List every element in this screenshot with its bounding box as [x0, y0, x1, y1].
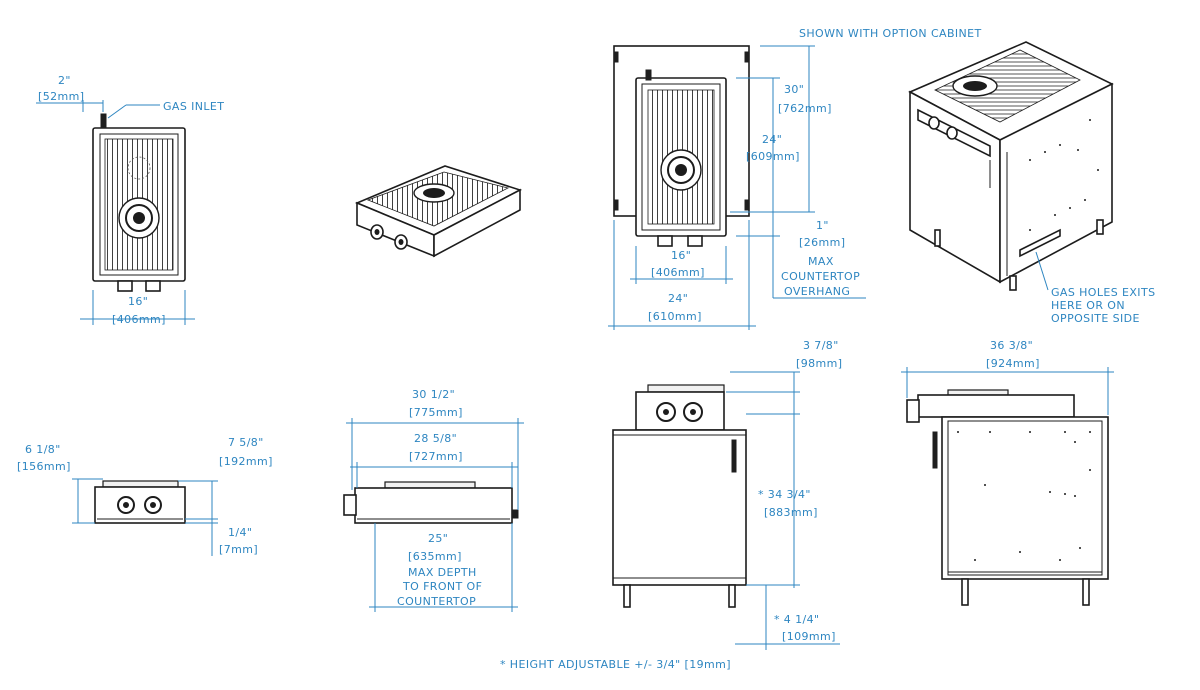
side-view-cabinet: 36 3/8" [924mm] [901, 339, 1114, 606]
front-view-cabinet: 3 7/8" [98mm] * 34 3/4" [883mm] * 4 1/4"… [612, 339, 842, 650]
overhang-label-2: COUNTERTOP [781, 270, 860, 283]
upper-in: 7 5/8" [228, 436, 264, 449]
cutout-label-3: COUNTERTOP [397, 595, 476, 608]
overhang-in: 1" [816, 219, 829, 232]
overhang-label-1: MAX [808, 255, 834, 268]
unit-width-in: 16" [671, 249, 691, 262]
gas-inlet-offset-in: 2" [58, 74, 71, 87]
footnote: * HEIGHT ADJUSTABLE +/- 3/4" [19mm] [500, 658, 731, 671]
cutout-mm: [635mm] [408, 550, 462, 563]
knob-icon [370, 224, 384, 240]
cabinet-width-mm: [610mm] [648, 310, 702, 323]
leg-in: * 4 1/4" [774, 613, 819, 626]
knob-icon [946, 126, 958, 140]
iso-unit [354, 165, 523, 258]
unit-depth-mm: [609mm] [746, 150, 800, 163]
knob-icon [683, 402, 703, 422]
cutout-label-1: MAX DEPTH [408, 566, 477, 579]
knob-icon [928, 116, 940, 130]
gas-inlet-label: GAS INLET [163, 100, 224, 113]
cabinet-width-mm: [924mm] [986, 357, 1040, 370]
gas-holes-label-1: GAS HOLES EXITS [1051, 286, 1155, 299]
depth-in: 30" [784, 83, 804, 96]
body-mm: [727mm] [409, 450, 463, 463]
side-view-small: 30 1/2" [775mm] 28 5/8" [727mm] 25" [635… [343, 388, 524, 612]
top-view-small: 2" [52mm] GAS INLET 16" [406mm] [36, 74, 224, 326]
knob-icon [656, 402, 676, 422]
leg-mm: [109mm] [782, 630, 836, 643]
cabinet-height-mm: [883mm] [764, 506, 818, 519]
gas-holes-label-3: OPPOSITE SIDE [1051, 312, 1140, 325]
top-mm: [98mm] [796, 357, 842, 370]
width-in: 16" [128, 295, 148, 308]
cutout-in: 25" [428, 532, 448, 545]
cabinet-width-in: 36 3/8" [990, 339, 1033, 352]
unit-depth-in: 24" [762, 133, 782, 146]
overall-mm: [775mm] [409, 406, 463, 419]
cabinet-width-in: 24" [668, 292, 688, 305]
cabinet-height-in: * 34 3/4" [758, 488, 811, 501]
upper-mm: [192mm] [219, 455, 273, 468]
overhang-mm: [26mm] [799, 236, 845, 249]
top-in: 3 7/8" [803, 339, 839, 352]
lip-mm: [7mm] [219, 543, 258, 556]
top-view-cabinet: 30" [762mm] 24" [609mm] 1" [26mm] MAX CO… [608, 45, 866, 330]
height-in: 6 1/8" [25, 443, 61, 456]
burner-icon [118, 197, 160, 239]
overall-in: 30 1/2" [412, 388, 455, 401]
gas-inlet-offset-mm: [52mm] [38, 90, 84, 103]
lip-in: 1/4" [228, 526, 252, 539]
iso-cabinet: SHOWN WITH OPTION CABINET GAS HOLES EXIT… [799, 27, 1155, 325]
front-view-small: 6 1/8" [156mm] 7 5/8" [192mm] 1/4" [7mm] [17, 436, 273, 556]
knob-icon [117, 496, 135, 514]
overhang-label-3: OVERHANG [784, 285, 850, 298]
width-mm: [406mm] [112, 313, 166, 326]
cutout-label-2: TO FRONT OF [402, 580, 482, 593]
height-mm: [156mm] [17, 460, 71, 473]
body-in: 28 5/8" [414, 432, 457, 445]
knob-icon [144, 496, 162, 514]
depth-mm: [762mm] [778, 102, 832, 115]
shown-with-cabinet-label: SHOWN WITH OPTION CABINET [799, 27, 982, 40]
unit-width-mm: [406mm] [651, 266, 705, 279]
knob-icon [394, 234, 408, 250]
gas-holes-label-2: HERE OR ON [1051, 299, 1125, 312]
